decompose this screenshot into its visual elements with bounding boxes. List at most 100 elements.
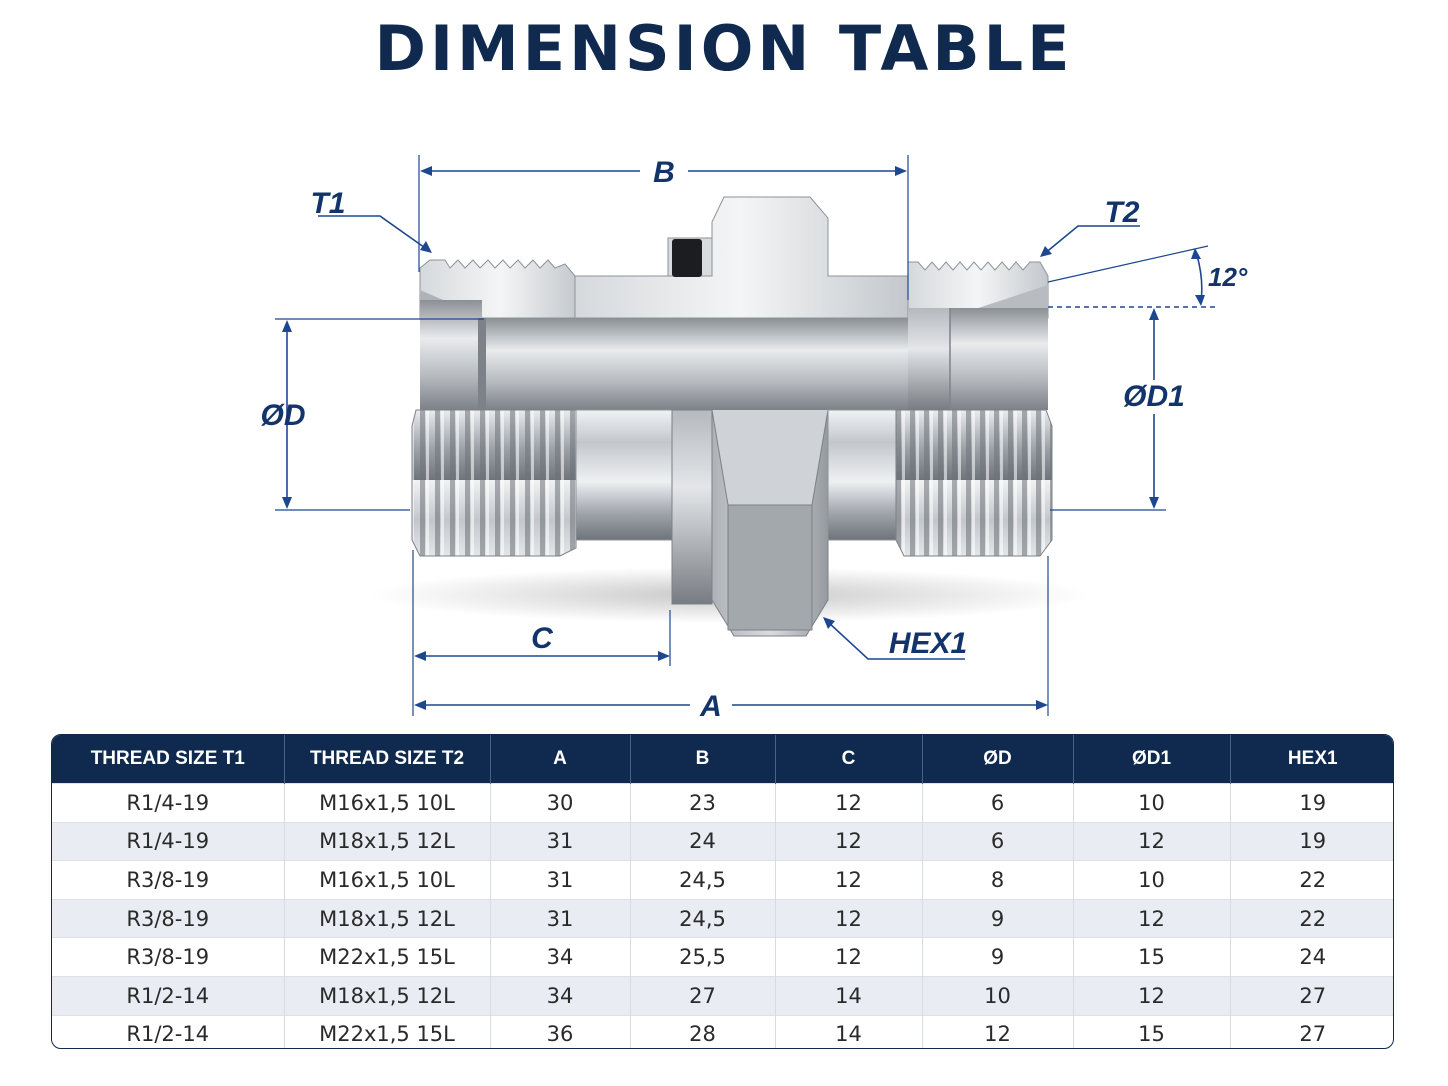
cell: 12 bbox=[1073, 976, 1231, 1016]
cell: 27 bbox=[1299, 1022, 1327, 1047]
hex-face-top bbox=[711, 409, 829, 506]
label-od: ØD bbox=[261, 399, 306, 432]
cell: M18x1,5 12L bbox=[284, 822, 491, 861]
t2-thread bbox=[895, 409, 1053, 557]
cell: 19 bbox=[1299, 790, 1327, 815]
cell: 36 bbox=[490, 1015, 631, 1048]
cell: 12 bbox=[922, 1015, 1074, 1048]
cell: 12 bbox=[775, 899, 923, 938]
table-row: R3/8-19 M16x1,5 10L 31 24,5 12 8 10 22 bbox=[52, 860, 1393, 900]
label-t2: T2 bbox=[1104, 196, 1139, 229]
cell: 8 bbox=[922, 860, 1074, 900]
dimension-angle: 12° bbox=[1047, 245, 1248, 308]
label-hex1: HEX1 bbox=[889, 627, 967, 660]
table-row: R3/8-19 M22x1,5 15L 34 25,5 12 9 15 24 bbox=[52, 937, 1393, 977]
cell: 23 bbox=[630, 783, 776, 823]
cell: 6 bbox=[922, 822, 1074, 861]
bore-step-left bbox=[478, 318, 486, 410]
cell: 31 bbox=[490, 860, 631, 900]
cell: 12 bbox=[775, 822, 923, 861]
cell: R1/4-19 bbox=[52, 783, 285, 823]
t1-thread bbox=[411, 409, 577, 557]
dimension-t1: T1 bbox=[310, 187, 432, 253]
cell: 27 bbox=[1230, 976, 1393, 1016]
cell: 12 bbox=[775, 783, 923, 823]
cell: M16x1,5 10L bbox=[284, 783, 491, 823]
label-od1: ØD1 bbox=[1123, 380, 1185, 413]
cell: 10 bbox=[1073, 783, 1231, 823]
cell: 15 bbox=[1073, 1015, 1231, 1048]
table-header-row: THREAD SIZE T1 THREAD SIZE T2 A B C ØD Ø… bbox=[52, 735, 1393, 784]
label-b: B bbox=[653, 156, 675, 189]
right-body bbox=[827, 409, 899, 541]
cell: 9 bbox=[922, 937, 1074, 977]
table-row: R1/4-19 M16x1,5 10L 30 23 12 6 10 19 bbox=[52, 783, 1393, 823]
section-cut-half bbox=[419, 196, 1049, 410]
dimension-od: ØD bbox=[261, 318, 484, 511]
header-c: C bbox=[775, 735, 923, 784]
header-thread-t2: THREAD SIZE T2 bbox=[284, 735, 491, 784]
t2-groove bbox=[908, 308, 950, 410]
cell: 19 bbox=[1230, 822, 1393, 861]
cell: 12 bbox=[1073, 822, 1231, 861]
cell: 12 bbox=[1073, 899, 1231, 938]
cell: 22 bbox=[1299, 867, 1327, 892]
cell: 10 bbox=[922, 976, 1074, 1016]
header-b: B bbox=[630, 735, 776, 784]
outer-half bbox=[411, 409, 1053, 637]
cell: R1/2-14 bbox=[52, 1015, 285, 1048]
dimension-a: A bbox=[414, 556, 1049, 723]
cell: R3/8-19 bbox=[52, 899, 285, 938]
flange bbox=[671, 409, 713, 605]
dimension-od1: ØD1 bbox=[1050, 308, 1188, 511]
cell: 31 bbox=[490, 822, 631, 861]
dimension-c: C bbox=[412, 550, 671, 716]
label-t1: T1 bbox=[310, 187, 345, 220]
cell: 24,5 bbox=[630, 860, 776, 900]
body-section bbox=[574, 196, 909, 319]
dimension-t2: T2 bbox=[1040, 196, 1140, 257]
cell: M22x1,5 15L bbox=[284, 1015, 491, 1048]
cell: 14 bbox=[775, 1015, 923, 1048]
cell: R3/8-19 bbox=[52, 937, 285, 977]
cell: R1/4-19 bbox=[52, 822, 285, 861]
dimension-b: B bbox=[418, 155, 909, 300]
cell: R1/2-14 bbox=[52, 976, 285, 1016]
undercut bbox=[575, 409, 675, 541]
cell: 12 bbox=[775, 860, 923, 900]
cell: 34 bbox=[490, 937, 631, 977]
cell: 24 bbox=[1299, 945, 1327, 970]
cell: M16x1,5 10L bbox=[284, 860, 491, 900]
t1-counterbore bbox=[420, 300, 482, 410]
cell: 9 bbox=[922, 899, 1074, 938]
table-row: R3/8-19 M18x1,5 12L 31 24,5 12 9 12 22 bbox=[52, 899, 1393, 938]
header-hex1: HEX1 bbox=[1230, 735, 1393, 784]
cell: 15 bbox=[1073, 937, 1231, 977]
hex-face-front bbox=[727, 504, 813, 631]
table-row: R1/2-14 M18x1,5 12L 34 27 14 10 12 27 bbox=[52, 976, 1393, 1016]
cell: M22x1,5 15L bbox=[284, 937, 491, 977]
cell: 22 bbox=[1230, 899, 1393, 938]
header-od1: ØD1 bbox=[1073, 735, 1231, 784]
dimension-hex1: HEX1 bbox=[823, 617, 967, 660]
table-row: R1/4-19 M18x1,5 12L 31 24 12 6 12 19 bbox=[52, 822, 1393, 861]
cell: M18x1,5 12L bbox=[284, 976, 491, 1016]
header-a: A bbox=[490, 735, 631, 784]
label-angle: 12° bbox=[1208, 262, 1248, 292]
cell: 25,5 bbox=[630, 937, 776, 977]
cell: 14 bbox=[775, 976, 923, 1016]
cell: 34 bbox=[490, 976, 631, 1016]
cell: 6 bbox=[922, 783, 1074, 823]
dimension-table: THREAD SIZE T1 THREAD SIZE T2 A B C ØD Ø… bbox=[51, 734, 1394, 1049]
cell: R3/8-19 bbox=[52, 860, 285, 900]
cell: 10 bbox=[1073, 860, 1231, 900]
seal-ring bbox=[672, 239, 702, 277]
fitting-diagram: B T1 T2 12° ØD ØD1 bbox=[261, 155, 1248, 723]
header-od: ØD bbox=[922, 735, 1074, 784]
label-a: A bbox=[699, 690, 722, 723]
header-thread-t1: THREAD SIZE T1 bbox=[52, 735, 285, 784]
page-title: DIMENSION TABLE bbox=[374, 12, 1074, 85]
label-c: C bbox=[531, 622, 554, 655]
cell: 24,5 bbox=[630, 899, 776, 938]
table-row: R1/2-14 M22x1,5 15L 36 28 14 12 15 27 bbox=[52, 1015, 1393, 1048]
